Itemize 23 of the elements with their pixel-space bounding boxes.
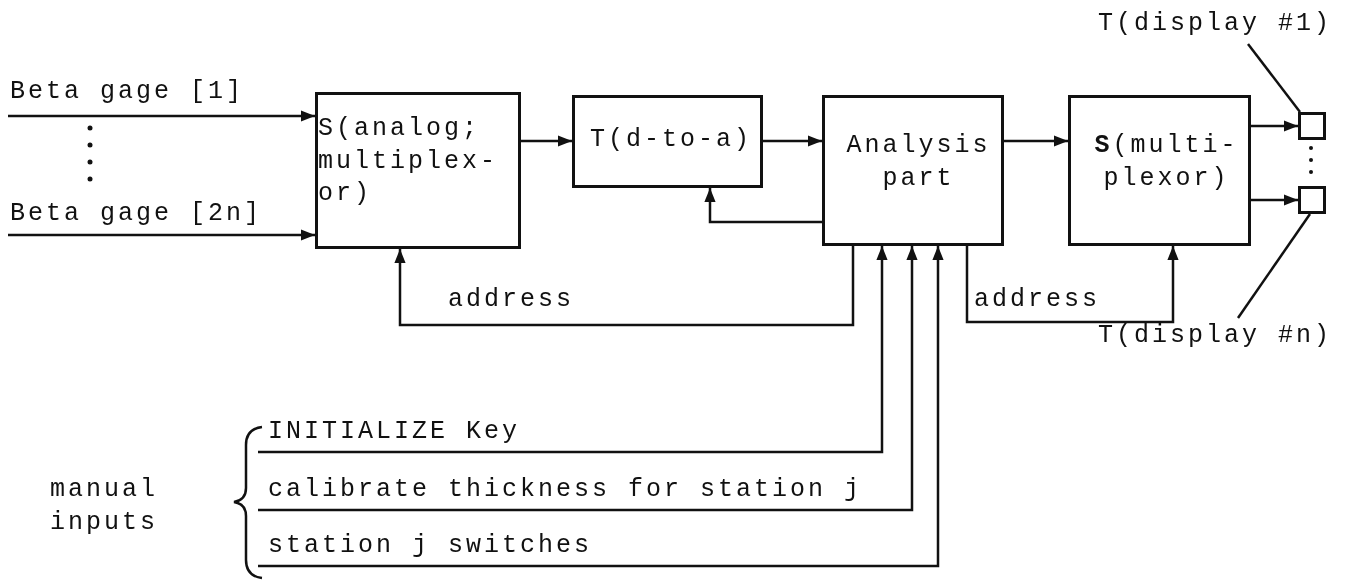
arrow <box>521 135 572 147</box>
arrow <box>763 135 822 147</box>
arrow <box>258 246 918 512</box>
display-box <box>1298 112 1326 140</box>
multiplexer-block: S(analog; multiplex- or) <box>315 92 521 249</box>
converter-block: T(d-to-a) <box>572 95 763 188</box>
arrow <box>8 229 315 241</box>
display-label: T(display #n) <box>1098 318 1348 356</box>
arrow <box>1251 120 1298 132</box>
multiplexer-block: S(multi- plexor) <box>1068 95 1251 246</box>
leader-line <box>1247 43 1301 113</box>
display-label: T(display #1) <box>1098 6 1348 44</box>
arrow <box>965 246 1179 324</box>
arrow <box>8 110 315 122</box>
analysis-block: Analysis part <box>822 95 1004 246</box>
arrow <box>258 246 944 568</box>
arrow <box>258 246 888 454</box>
arrow <box>394 246 855 327</box>
arrow <box>704 188 822 224</box>
display-box <box>1298 186 1326 214</box>
leader-line <box>1236 213 1312 319</box>
arrow <box>1004 135 1068 147</box>
arrow <box>1251 194 1298 206</box>
